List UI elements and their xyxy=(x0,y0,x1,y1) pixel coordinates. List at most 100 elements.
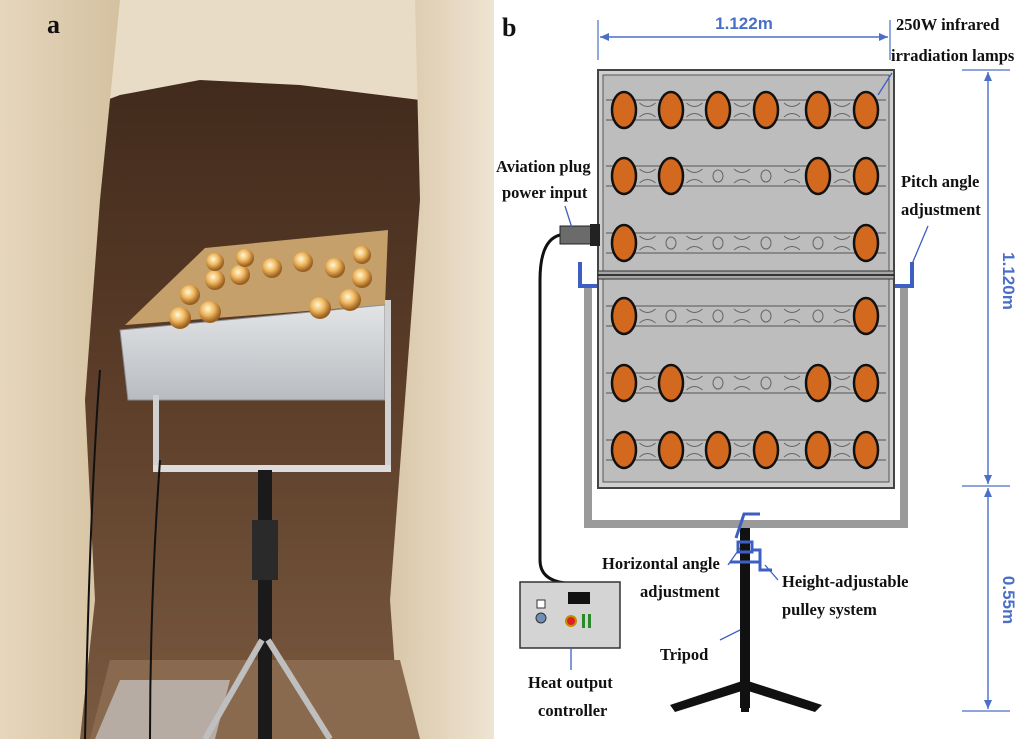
empty-lamp-socket xyxy=(760,169,772,183)
annotation-horizontal-line1: Horizontal angle xyxy=(602,554,720,573)
annotation-lamps-line1: 250W infrared xyxy=(896,15,999,34)
lamp-connector xyxy=(686,102,703,118)
lamp-grid xyxy=(606,90,886,470)
adjustment-mechanism xyxy=(730,512,772,572)
lamp-connector xyxy=(783,308,801,324)
lamp-connector xyxy=(686,308,703,324)
lamp-panel xyxy=(597,69,895,489)
lamp-connector xyxy=(783,375,801,391)
infrared-lamp xyxy=(852,296,880,336)
aviation-plug xyxy=(538,224,600,585)
panel-height-label: 1.120m xyxy=(999,252,1018,310)
infrared-lamp xyxy=(657,430,685,470)
lamp-connector xyxy=(686,442,703,458)
infrared-lamp xyxy=(610,296,638,336)
annotation-plug-line1: Aviation plug xyxy=(496,157,591,176)
infrared-lamp xyxy=(610,363,638,403)
lamp-connector xyxy=(686,168,703,184)
annotation-plug-line2: power input xyxy=(502,183,588,202)
infrared-lamp xyxy=(852,90,880,130)
lamp-connector xyxy=(833,375,851,391)
lamp-connector xyxy=(639,102,656,118)
empty-lamp-socket xyxy=(712,376,724,390)
empty-lamp-socket xyxy=(712,236,724,250)
lamp-connector xyxy=(639,375,656,391)
tripod xyxy=(670,528,822,712)
annotation-lamps-line2: irradiation lamps xyxy=(891,46,1015,65)
infrared-lamp xyxy=(610,156,638,196)
lamp-connector xyxy=(733,308,751,324)
lamp-connector xyxy=(783,168,801,184)
annotation-pulley-line1: Height-adjustable xyxy=(782,572,909,591)
empty-lamp-socket xyxy=(812,236,824,250)
infrared-lamp xyxy=(752,90,780,130)
lamp-connector xyxy=(733,168,751,184)
lamp-connector xyxy=(639,168,656,184)
infrared-lamp xyxy=(610,223,638,263)
width-dimension: 1.122m xyxy=(597,14,891,60)
infrared-lamp xyxy=(704,430,732,470)
lamp-connector xyxy=(783,102,801,118)
empty-lamp-socket xyxy=(760,236,772,250)
stand-frame xyxy=(584,284,908,528)
lamp-connector xyxy=(639,308,656,324)
annotation-lamps: 250W infrared irradiation lamps xyxy=(891,15,1015,65)
cave-photo xyxy=(0,0,494,739)
infrared-lamp xyxy=(610,430,638,470)
annotation-pitch-line1: Pitch angle xyxy=(901,172,979,191)
infrared-lamp xyxy=(610,90,638,130)
panel-a-label: a xyxy=(47,10,60,39)
stand-height-label: 0.55m xyxy=(999,576,1018,624)
heat-output-controller xyxy=(519,581,621,649)
panel-b-label: b xyxy=(502,13,516,42)
infrared-lamp xyxy=(852,363,880,403)
photo-panel: a xyxy=(0,0,494,739)
lamp-connector xyxy=(783,235,801,251)
lamp-connector xyxy=(783,442,801,458)
annotation-horizontal-line2: adjustment xyxy=(640,582,720,601)
empty-lamp-socket xyxy=(712,169,724,183)
empty-lamp-socket xyxy=(760,376,772,390)
annotation-controller-line1: Heat output xyxy=(528,673,613,692)
leader-lines xyxy=(564,72,929,670)
lamp-connector xyxy=(833,442,851,458)
diagram-panel: b 1.122m 1.120m 0.55m xyxy=(494,0,1031,739)
lamp-connector xyxy=(733,442,751,458)
infrared-lamp xyxy=(657,156,685,196)
annotation-tripod-line1: Tripod xyxy=(660,645,708,664)
empty-lamp-socket xyxy=(665,309,677,323)
empty-lamp-socket xyxy=(760,309,772,323)
lamp-connector xyxy=(733,235,751,251)
infrared-lamp xyxy=(804,90,832,130)
lamp-connector xyxy=(639,235,656,251)
annotation-pitch: Pitch angle adjustment xyxy=(901,172,981,219)
lamp-connector xyxy=(686,235,703,251)
empty-lamp-socket xyxy=(712,309,724,323)
infrared-lamp xyxy=(804,430,832,470)
lamp-connector xyxy=(639,442,656,458)
schematic: b 1.122m 1.120m 0.55m xyxy=(496,13,1018,720)
infrared-lamp xyxy=(804,363,832,403)
infrared-lamp xyxy=(704,90,732,130)
pitch-brackets xyxy=(578,262,914,288)
annotation-plug: Aviation plug power input xyxy=(496,157,591,202)
infrared-lamp xyxy=(804,156,832,196)
annotation-pulley-line2: pulley system xyxy=(782,600,877,619)
lamp-connector xyxy=(686,375,703,391)
annotation-tripod: Tripod xyxy=(660,645,708,664)
annotation-pitch-line2: adjustment xyxy=(901,200,981,219)
lamp-connector xyxy=(833,308,851,324)
annotation-controller-line2: controller xyxy=(538,701,607,720)
infrared-lamp xyxy=(852,156,880,196)
lamp-connector xyxy=(833,102,851,118)
lamp-connector xyxy=(833,168,851,184)
infrared-lamp xyxy=(852,430,880,470)
lamp-connector xyxy=(733,375,751,391)
annotation-controller: Heat output controller xyxy=(528,673,613,720)
lamp-connector xyxy=(733,102,751,118)
height-dimensions: 1.120m 0.55m xyxy=(962,69,1018,712)
annotation-horizontal: Horizontal angle adjustment xyxy=(602,554,720,601)
empty-lamp-socket xyxy=(665,236,677,250)
infrared-lamp xyxy=(657,363,685,403)
photo-bulbs xyxy=(169,246,372,329)
